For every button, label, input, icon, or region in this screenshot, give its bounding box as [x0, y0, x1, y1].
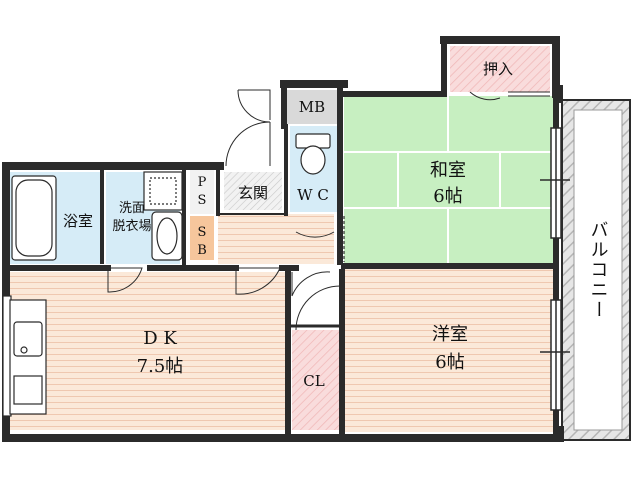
youshitsu-size: 6帖 — [435, 352, 464, 373]
youshitsu-floor — [344, 268, 554, 432]
washroom-line1: 洗面 — [119, 201, 145, 216]
genkan-name: 玄関 — [238, 184, 268, 202]
dk-name: D K — [143, 328, 177, 349]
washitsu-size: 6帖 — [433, 186, 462, 207]
bathtub — [11, 175, 57, 261]
closet-floor — [292, 330, 340, 430]
ps-line1: P — [198, 175, 207, 190]
washitsu-name: 和室 — [430, 160, 466, 181]
youshitsu-name: 洋室 — [432, 324, 468, 345]
mb-floor — [286, 90, 338, 124]
ps-line2: S — [198, 193, 207, 208]
dk-size: 7.5帖 — [137, 356, 184, 377]
balcony — [561, 99, 631, 441]
mb-name: MB — [299, 98, 325, 116]
sb-line1: S — [198, 225, 207, 240]
wc-name: W C — [297, 186, 329, 204]
balcony-name: バルコニー — [588, 220, 609, 320]
door-swings — [107, 89, 550, 331]
sb-line2: B — [197, 243, 207, 258]
washroom-line2: 脱衣場 — [112, 218, 151, 234]
genkan-floor — [224, 172, 282, 210]
bath-name: 浴室 — [63, 212, 93, 230]
balcony-windows — [540, 127, 570, 411]
kitchen-counter — [9, 299, 47, 415]
dk-floor — [36, 272, 288, 430]
closet-name: CL — [303, 372, 324, 390]
hall-floor — [218, 214, 334, 264]
walls — [2, 36, 564, 442]
toilet — [295, 133, 331, 175]
sb-floor — [190, 216, 214, 260]
oshiire-name: 押入 — [483, 60, 513, 78]
tatami-grid — [344, 96, 554, 264]
oshiire-floor — [450, 46, 550, 92]
ps-floor — [190, 170, 214, 214]
hall-door-marks — [339, 216, 345, 262]
washroom-fixtures — [143, 171, 183, 261]
